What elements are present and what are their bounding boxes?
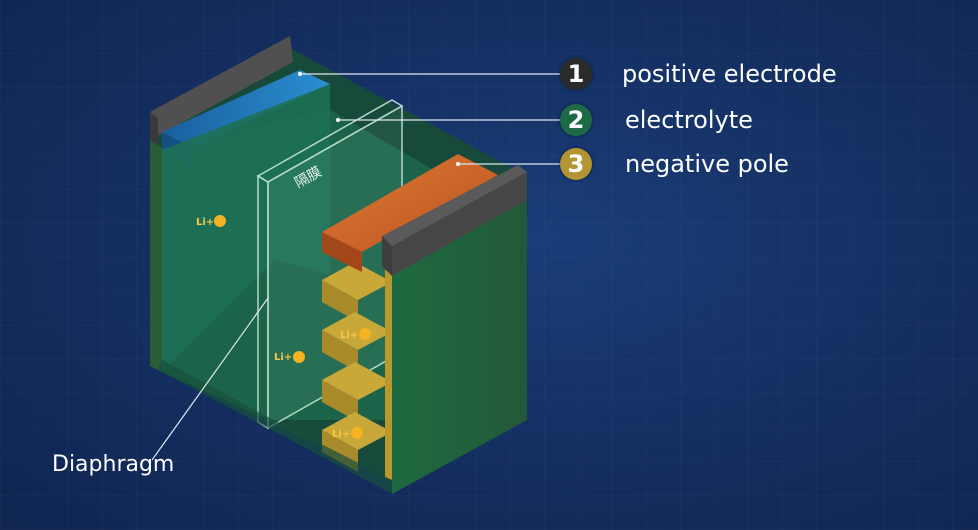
li-ion-dot [359,328,371,340]
right-front-wall [392,200,527,494]
li-ion-4: Li+ [332,427,363,440]
negative-pole-plate-face [322,232,362,272]
li-ion-label: Li+ [340,330,358,341]
li-ion-dot [293,351,305,363]
li-ion-dot [214,215,226,227]
li-ion-label: Li+ [332,429,350,440]
li-ion-label: Li+ [274,352,292,363]
negative-pole-plate [322,154,498,252]
legend-label: electrolyte [625,106,753,134]
left-outer-wall [150,140,162,372]
positive-casing-top [150,36,293,140]
callout-dots [298,72,460,166]
legend-item-negative-pole: 3 negative pole [560,148,789,180]
legend-item-electrolyte: 2 electrolyte [560,104,753,136]
diaphragm-label: Diaphragm [52,452,175,477]
legend-label: negative pole [625,150,789,178]
li-ion-label: Li+ [196,217,214,228]
positive-casing-side [150,112,158,145]
li-ion-2: Li+ [274,351,305,363]
front-bottom-face [158,360,392,494]
negative-casing-right [392,172,527,276]
legend-number-badge: 3 [560,148,592,180]
positive-electrode-plate [162,70,330,148]
li-ion-dot [351,427,363,439]
legend-item-positive-electrode: 1 positive electrode [560,58,837,90]
li-ion-1: Li+ [196,215,226,228]
legend-number-badge: 2 [560,104,592,136]
callout-lines [151,73,560,461]
negative-casing-front [382,236,392,276]
legend-number-badge: 1 [560,58,592,90]
legend-label: positive electrode [622,60,837,88]
separator-face [268,106,402,428]
negative-casing-top [382,165,527,246]
positive-inner-face [162,84,330,372]
li-ion-3: Li+ [340,328,371,341]
